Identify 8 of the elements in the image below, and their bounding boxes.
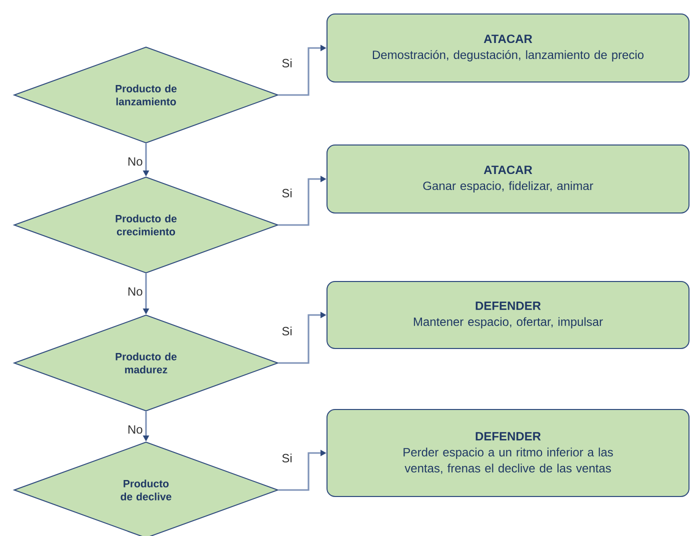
edge-label: Si — [280, 326, 294, 336]
action-box: DEFENDER Mantener espacio, ofertar, impulsar — [326, 281, 690, 349]
edge-label: Si — [280, 188, 294, 198]
edge-label: Si — [280, 58, 294, 68]
action-box: ATACAR Ganar espacio, fidelizar, animar — [326, 144, 690, 214]
action-box: DEFENDER Perder espacio a un ritmo inferior a las ventas, frenas el declive de las ventas — [326, 409, 690, 497]
action-box: ATACAR Demostración, degustación, lanzamiento de precio — [326, 14, 690, 82]
edge-label: Si — [280, 452, 294, 464]
